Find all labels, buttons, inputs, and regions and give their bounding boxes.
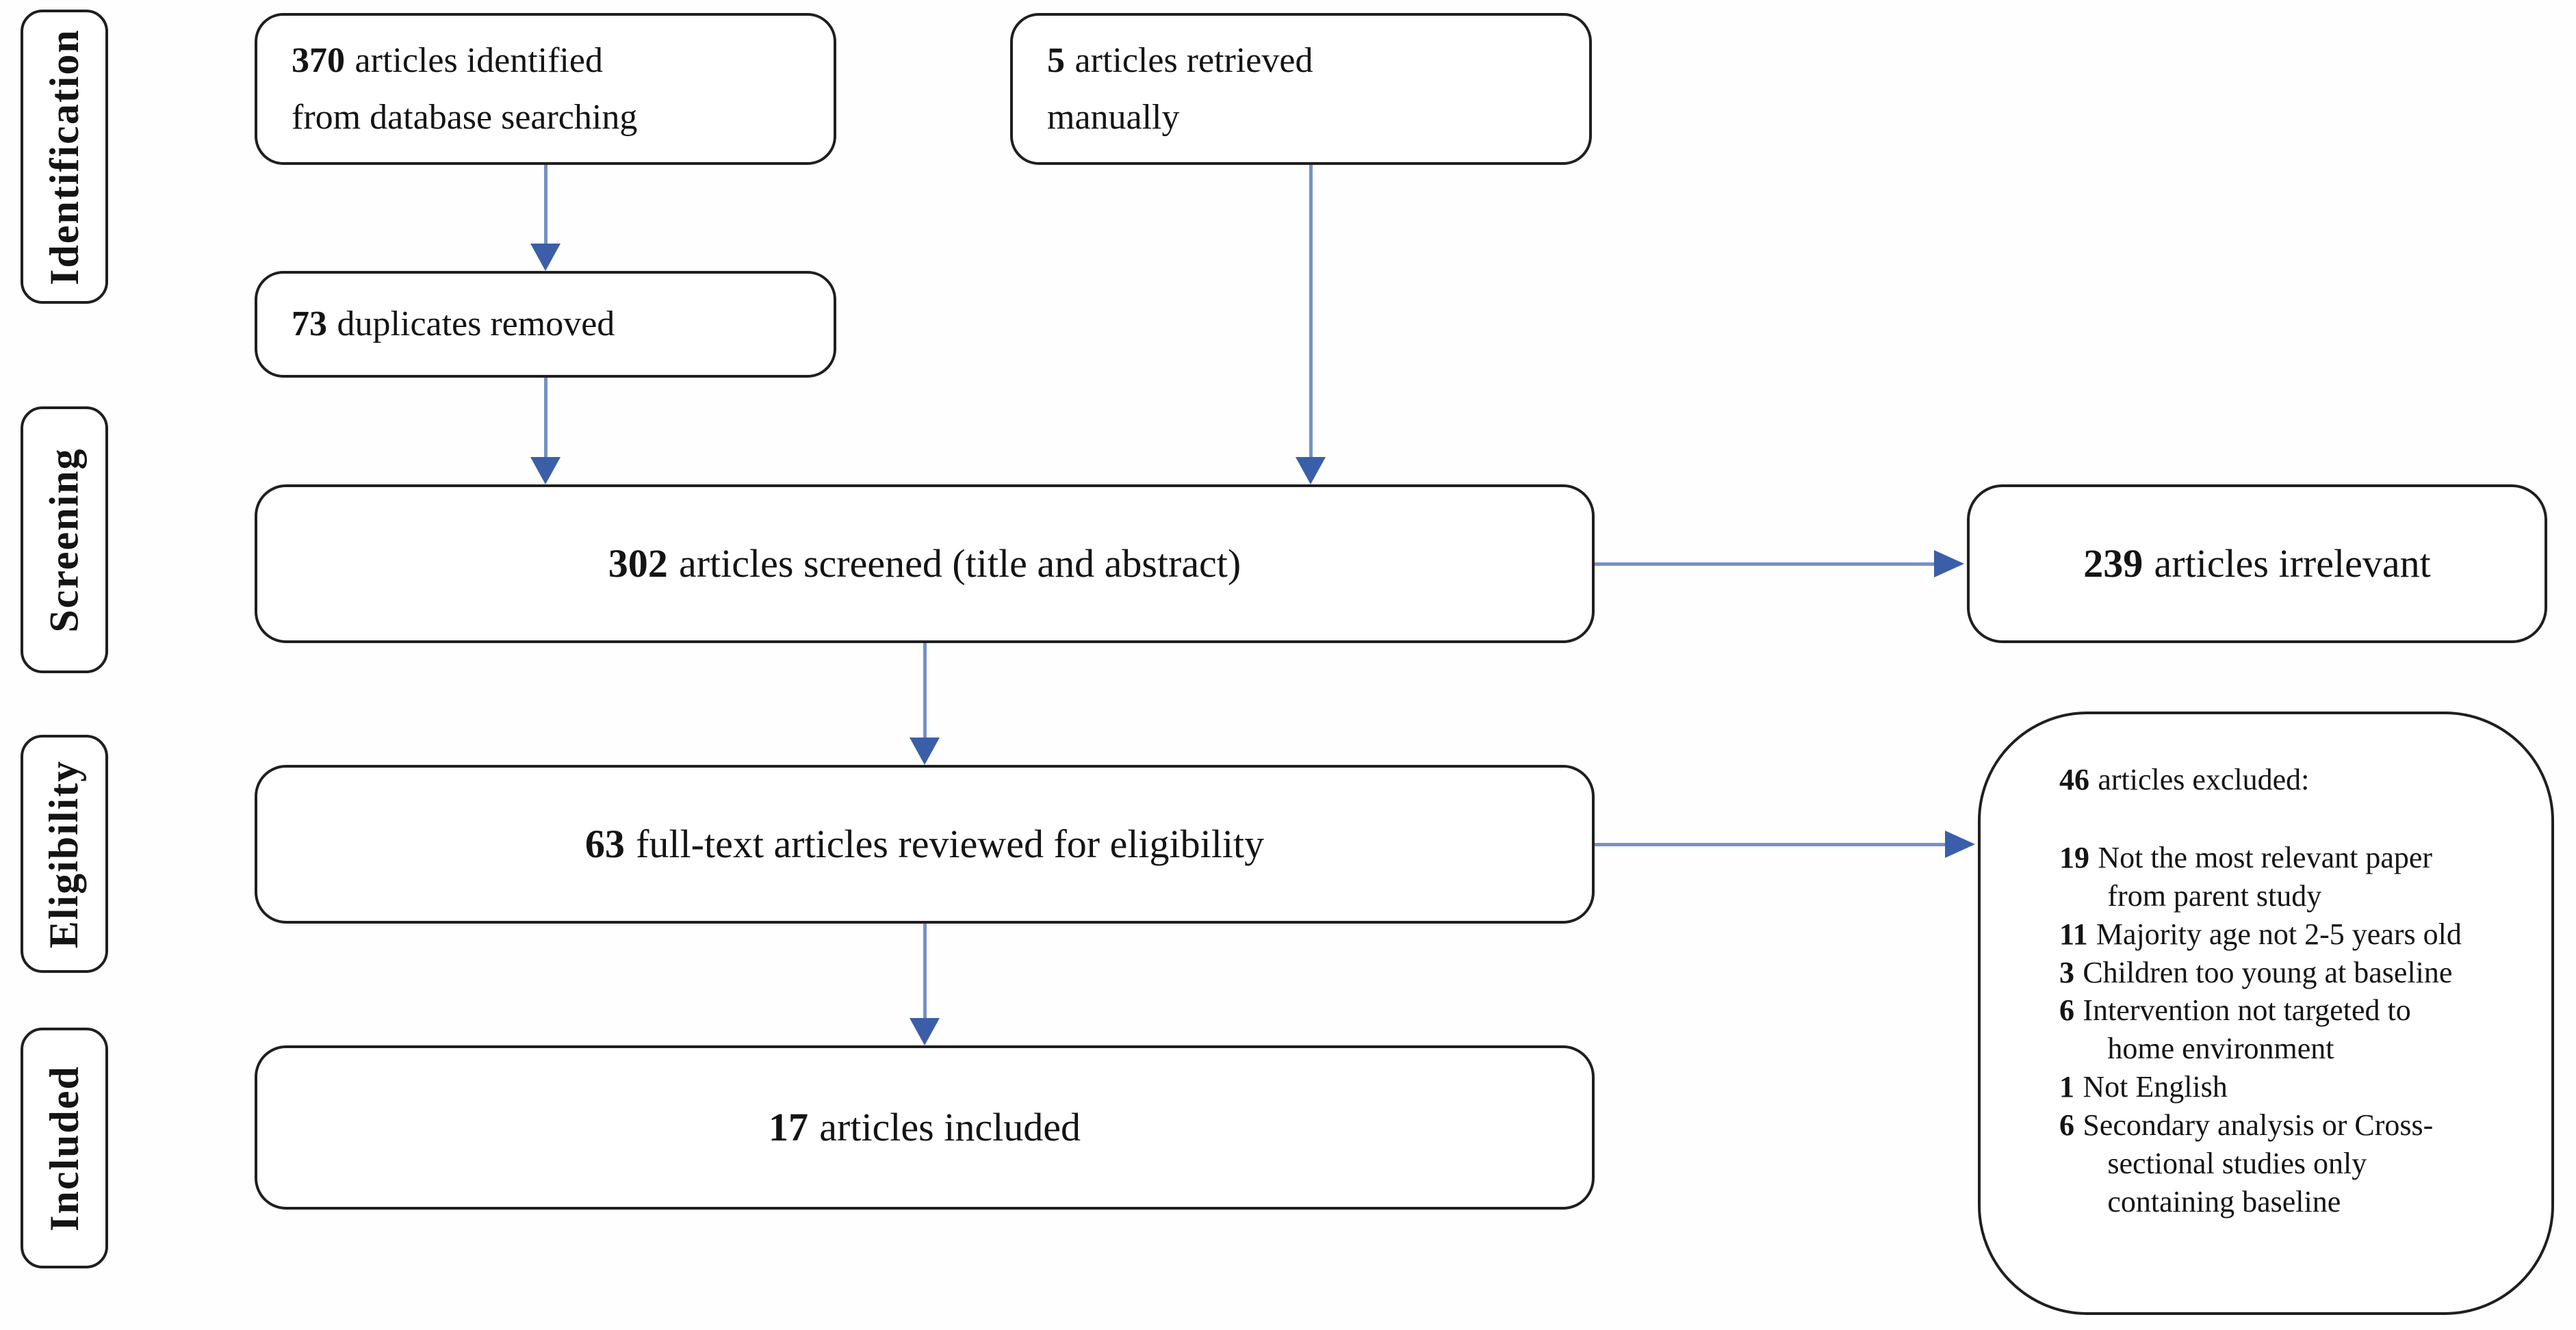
excluded-item-count: 3 bbox=[2059, 955, 2074, 989]
duplicates-text: duplicates removed bbox=[337, 304, 615, 344]
stage-label-included: Included bbox=[21, 1028, 108, 1268]
stage-label-included-text: Included bbox=[41, 1065, 87, 1231]
excluded-item: 1 Not English bbox=[2059, 1068, 2521, 1106]
irrelevant-count: 239 bbox=[2083, 540, 2143, 586]
excluded-item-count: 6 bbox=[2059, 993, 2074, 1028]
identified-count: 370 bbox=[292, 40, 345, 80]
arrow-fulltext-to-included-head-icon bbox=[910, 1018, 940, 1045]
excluded-item-text: Children too young at baseline bbox=[2083, 955, 2453, 989]
stage-label-identification-text: Identification bbox=[41, 28, 87, 285]
excluded-item: 19 Not the most relevant paper from paren… bbox=[2059, 839, 2521, 915]
stage-label-screening-text: Screening bbox=[41, 447, 87, 633]
excluded-item: 6 Intervention not targeted to home envir… bbox=[2059, 991, 2521, 1068]
included-text: articles included bbox=[819, 1104, 1081, 1149]
duplicates-count: 73 bbox=[292, 304, 327, 344]
excluded-item-text: Majority age not 2-5 years old bbox=[2096, 917, 2462, 951]
excluded-item: 6 Secondary analysis or Cross- sectional … bbox=[2059, 1106, 2521, 1221]
identified-text: articles identified from database search… bbox=[292, 40, 638, 137]
arrow-fulltext-to-excluded-line bbox=[1595, 843, 1945, 846]
excluded-item-text: Not English bbox=[2083, 1070, 2228, 1104]
excluded-item: 3 Children too young at baseline bbox=[2059, 954, 2521, 992]
excluded-item-text: Not the most relevant paper from parent … bbox=[2098, 840, 2433, 913]
excluded-item-count: 19 bbox=[2059, 840, 2089, 874]
stage-label-screening: Screening bbox=[21, 406, 108, 673]
arrow-screened-to-irrelevant-head-icon bbox=[1934, 550, 1964, 577]
excluded-title: 46 articles excluded: bbox=[2059, 761, 2521, 799]
fulltext-text: full-text articles reviewed for eligibil… bbox=[636, 821, 1265, 866]
arrow-identified-to-duplicates-line bbox=[544, 165, 548, 247]
box-articles-excluded: 46 articles excluded: 19 Not the most rele… bbox=[1978, 712, 2554, 1315]
excluded-item-count: 1 bbox=[2059, 1070, 2074, 1104]
stage-label-eligibility: Eligibility bbox=[21, 735, 108, 973]
arrow-screened-to-fulltext-head-icon bbox=[910, 738, 940, 765]
arrow-identified-to-duplicates-head-icon bbox=[530, 244, 561, 271]
arrow-duplicates-to-screened-line bbox=[544, 378, 548, 460]
screened-text: articles screened (title and abstract) bbox=[679, 540, 1241, 586]
arrow-screened-to-irrelevant-line bbox=[1595, 562, 1934, 566]
included-count: 17 bbox=[769, 1104, 809, 1149]
excluded-title-text: articles excluded: bbox=[2098, 763, 2310, 796]
screened-count: 302 bbox=[608, 540, 668, 586]
manual-text: articles retrieved manually bbox=[1047, 40, 1313, 137]
excluded-item-count: 6 bbox=[2059, 1108, 2074, 1142]
manual-count: 5 bbox=[1047, 40, 1065, 80]
arrow-manual-to-screened-head-icon bbox=[1296, 457, 1326, 484]
stage-label-identification: Identification bbox=[21, 10, 108, 304]
stage-label-eligibility-text: Eligibility bbox=[41, 759, 87, 948]
arrow-fulltext-to-excluded-head-icon bbox=[1945, 831, 1975, 858]
fulltext-count: 63 bbox=[584, 821, 625, 866]
irrelevant-text: articles irrelevant bbox=[2154, 540, 2431, 586]
arrow-duplicates-to-screened-head-icon bbox=[530, 457, 561, 484]
excluded-item-text: Secondary analysis or Cross- sectional s… bbox=[2083, 1108, 2434, 1218]
excluded-item-text: Intervention not targeted to home enviro… bbox=[2083, 993, 2411, 1066]
arrow-fulltext-to-included-line bbox=[923, 924, 927, 1021]
excluded-count: 46 bbox=[2059, 763, 2089, 796]
arrow-manual-to-screened-line bbox=[1309, 165, 1313, 460]
excluded-item-count: 11 bbox=[2059, 917, 2088, 951]
arrow-screened-to-fulltext-line bbox=[923, 643, 927, 740]
